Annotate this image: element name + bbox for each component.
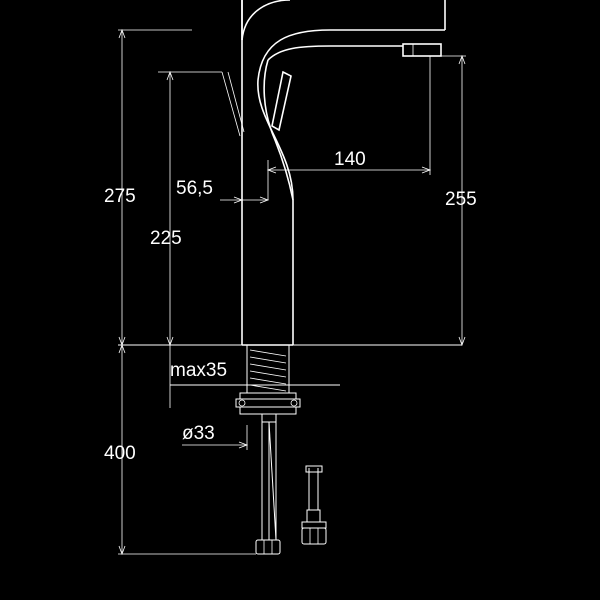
mounting-nut	[235, 392, 301, 423]
dim-spout-reach	[266, 56, 432, 200]
label-offset: 56,5	[176, 178, 213, 199]
label-total-height: 275	[104, 186, 136, 207]
label-spout-reach: 140	[334, 149, 366, 170]
label-lever-height: 225	[150, 228, 182, 249]
threaded-shank	[246, 344, 290, 394]
label-spout-height: 255	[445, 189, 477, 210]
dim-hole-diameter	[182, 425, 249, 450]
dim-spout-height	[436, 54, 466, 347]
dim-hose-length	[118, 343, 256, 556]
faucet-body	[221, 0, 446, 346]
dim-lever-height	[158, 70, 222, 347]
supply-hoses	[255, 421, 327, 555]
label-hose-length: 400	[104, 443, 136, 464]
label-max-deck: max35	[170, 360, 227, 381]
dim-offset	[220, 196, 270, 204]
label-hole-diameter: ø33	[182, 423, 215, 444]
